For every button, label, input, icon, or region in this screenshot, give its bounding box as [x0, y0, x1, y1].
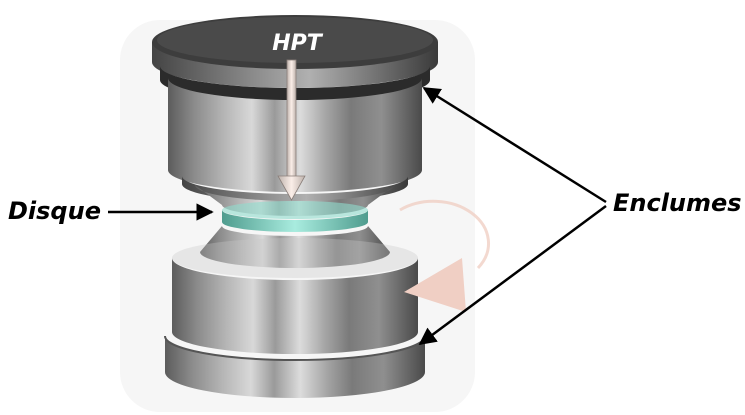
upper-anvil-pointer-arrow [422, 86, 607, 204]
anvils-label: Enclumes [613, 189, 742, 217]
rotation-arrow [399, 199, 490, 312]
lower-anvil [164, 226, 426, 398]
rotation-arrowhead [404, 258, 466, 312]
lower-anvil-pointer-arrow [418, 204, 607, 346]
disk [222, 201, 368, 232]
pressure-arrow [277, 59, 306, 201]
hpt-label: HPT [272, 31, 324, 56]
disk-label: Disque [8, 197, 101, 225]
pointer-arrows [108, 86, 607, 346]
